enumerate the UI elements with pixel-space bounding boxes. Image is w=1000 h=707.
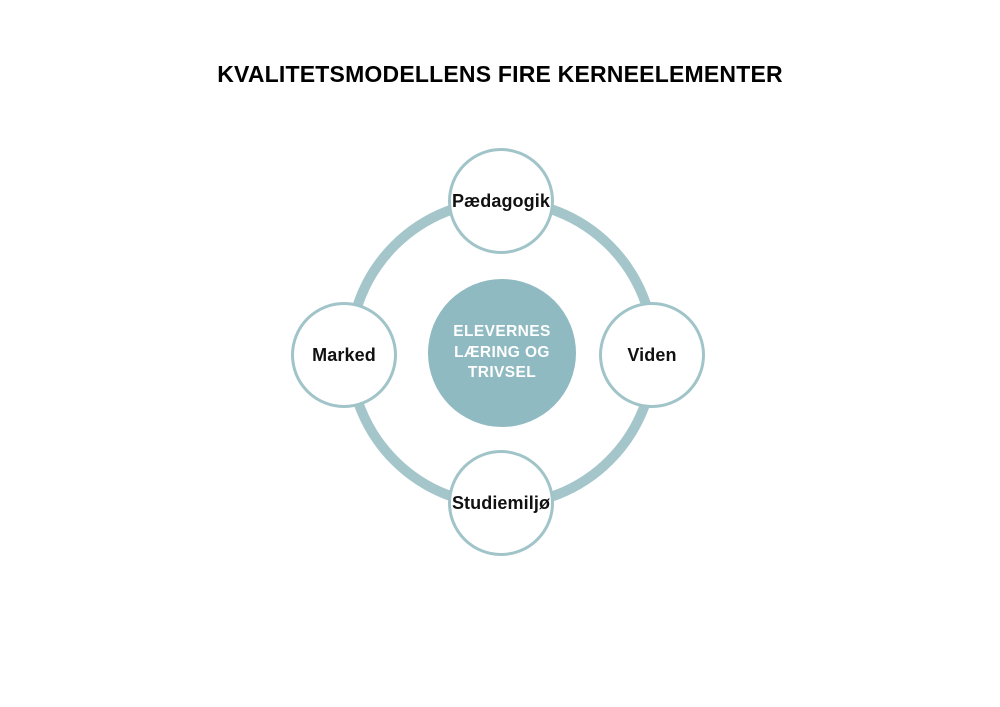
node-viden-label: Viden xyxy=(627,344,677,365)
node-paedagogik: Pædagogik xyxy=(448,148,554,254)
node-marked-label: Marked xyxy=(312,344,376,365)
node-studiemiljoe: Studiemiljø xyxy=(448,450,554,556)
center-label: ELEVERNES LÆRING OG TRIVSEL xyxy=(453,322,551,384)
node-marked: Marked xyxy=(291,302,397,408)
center-circle: ELEVERNES LÆRING OG TRIVSEL xyxy=(428,279,576,427)
diagram-title: KVALITETSMODELLENS FIRE KERNEELEMENTER xyxy=(217,61,783,87)
node-studiemiljoe-label: Studiemiljø xyxy=(451,492,551,513)
center-label-line-2: LÆRING OG xyxy=(454,343,550,361)
center-label-line-3: TRIVSEL xyxy=(467,364,537,382)
node-paedagogik-label: Pædagogik xyxy=(452,190,550,211)
node-viden: Viden xyxy=(599,302,705,408)
center-label-line-1: ELEVERNES xyxy=(453,322,551,340)
